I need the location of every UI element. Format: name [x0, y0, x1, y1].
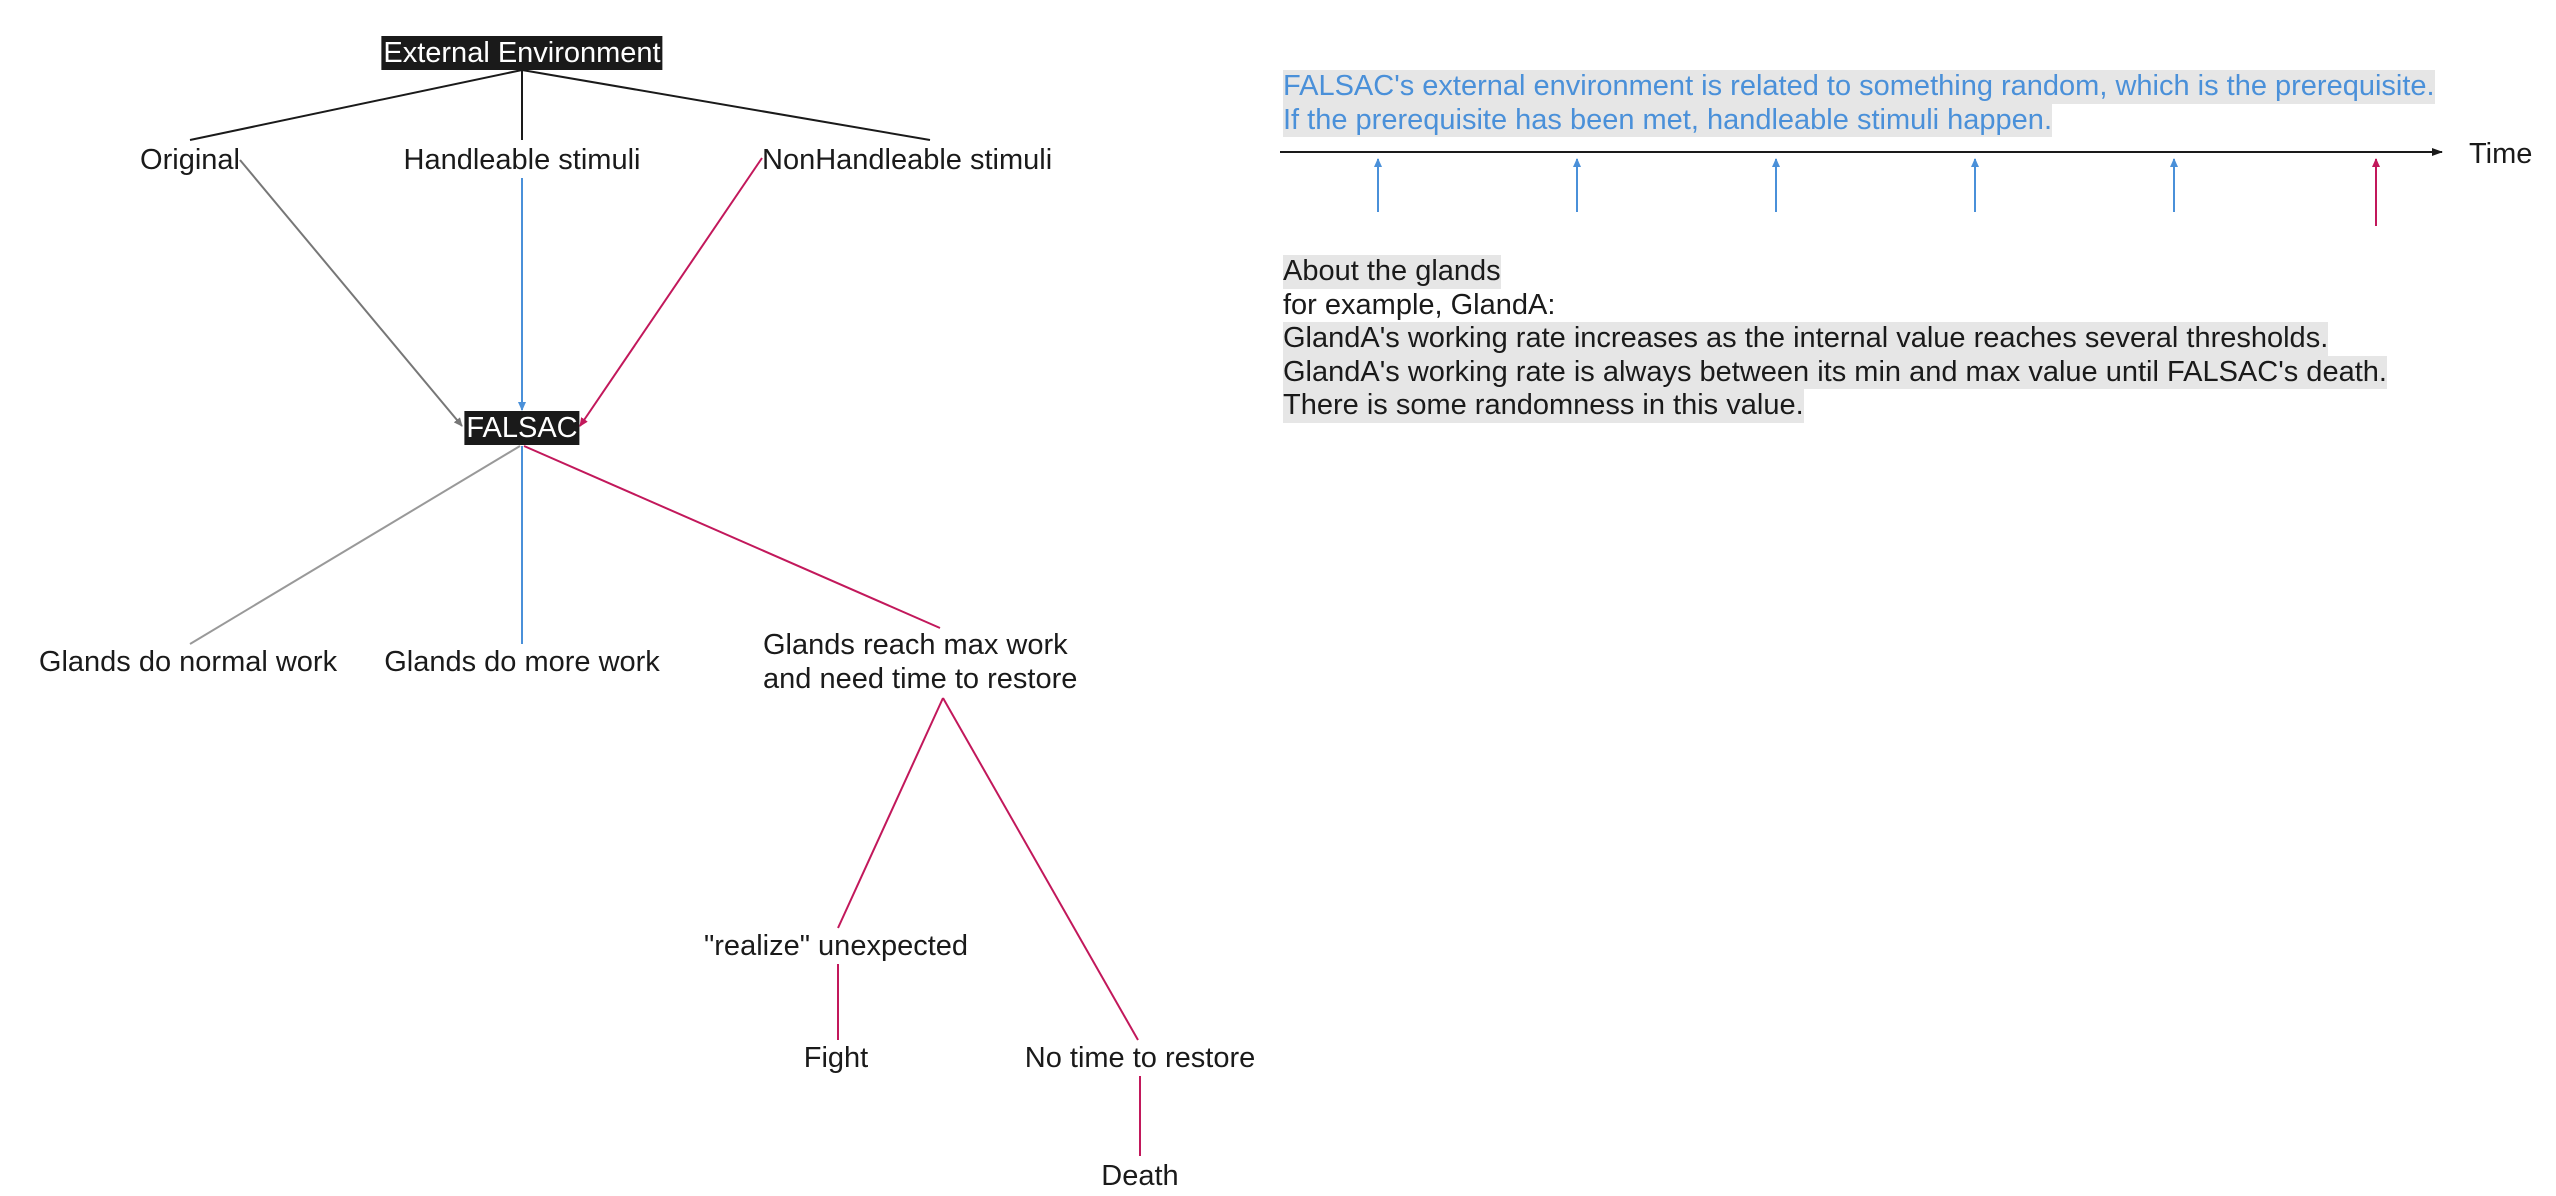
node-glands-max-work: Glands reach max work and need time to r…	[763, 628, 1077, 696]
glands-note-line-2: for example, GlandA:	[1283, 288, 1556, 321]
timeline-events	[1374, 158, 2380, 226]
node-realize-unexpected: "realize" unexpected	[703, 930, 969, 962]
node-external-environment: External Environment	[381, 36, 663, 70]
node-handleable-stimuli: Handleable stimuli	[403, 144, 641, 176]
time-axis-label: Time	[2469, 138, 2533, 170]
edge-falsac-max	[523, 445, 941, 629]
node-original: Original	[140, 144, 240, 176]
node-nonhandleable-stimuli: NonHandleable stimuli	[762, 144, 1053, 176]
glands-note: About the glands for example, GlandA: Gl…	[1283, 255, 2387, 423]
node-fight: Fight	[803, 1042, 869, 1074]
edge-env-original	[189, 69, 523, 141]
timeline-note-line-2: If the prerequisite has been met, handle…	[1283, 103, 2052, 137]
edge-max-realize	[837, 697, 944, 929]
node-glands-more-work: Glands do more work	[384, 646, 660, 678]
timeline-note-line-1: FALSAC's external environment is related…	[1283, 70, 2435, 104]
timeline-note: FALSAC's external environment is related…	[1283, 70, 2435, 137]
node-glands-max-work-line-2: and need time to restore	[763, 663, 1078, 695]
edge-falsac-normal	[189, 445, 521, 645]
glands-note-line-3: GlandA's working rate increases as the i…	[1283, 322, 2329, 356]
glands-note-line-1: About the glands	[1283, 255, 1501, 289]
node-death: Death	[1101, 1160, 1179, 1192]
node-falsac: FALSAC	[464, 411, 580, 445]
arrow-nonhandleable-falsac	[579, 157, 763, 427]
node-glands-normal-work: Glands do normal work	[38, 646, 338, 678]
node-no-time-to-restore: No time to restore	[1024, 1042, 1256, 1074]
edge-env-nonhandleable	[521, 69, 931, 141]
edge-max-notime	[942, 697, 1139, 1041]
glands-note-line-4: GlandA's working rate is always between …	[1283, 355, 2387, 389]
node-glands-max-work-line-1: Glands reach max work	[763, 629, 1068, 661]
glands-note-line-5: There is some randomness in this value.	[1283, 389, 1804, 423]
arrow-original-falsac	[239, 159, 463, 427]
